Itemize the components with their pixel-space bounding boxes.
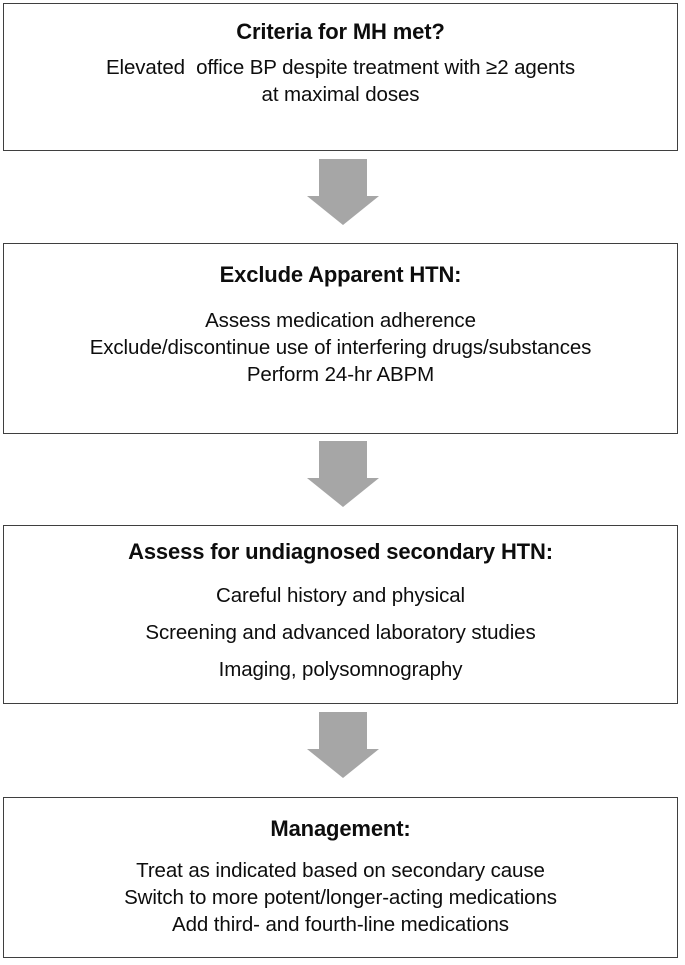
node-body: Assess medication adherence Exclude/disc… bbox=[90, 307, 592, 388]
node-title: Management: bbox=[270, 815, 411, 841]
node-body: Treat as indicated based on secondary ca… bbox=[124, 857, 557, 938]
node-line: Careful history and physical bbox=[215, 584, 466, 608]
node-body: Elevated office BP despite treatment wit… bbox=[106, 54, 575, 108]
arrow-down-icon bbox=[307, 159, 379, 225]
node-title: Criteria for MH met? bbox=[236, 19, 445, 45]
arrow-down-icon bbox=[307, 712, 379, 778]
node-line: Imaging, polysomnography bbox=[218, 658, 463, 682]
node-line: Switch to more potent/longer-acting medi… bbox=[124, 886, 557, 910]
flowchart-node-assess-secondary-htn: Assess for undiagnosed secondary HTN: Ca… bbox=[3, 525, 678, 704]
arrow-down-icon bbox=[307, 441, 379, 507]
flowchart-node-management: Management: Treat as indicated based on … bbox=[3, 797, 678, 958]
node-line: Assess medication adherence bbox=[205, 309, 476, 333]
node-line: Treat as indicated based on secondary ca… bbox=[136, 859, 545, 883]
node-line: Exclude/discontinue use of interfering d… bbox=[89, 336, 592, 360]
node-body: Careful history and physical Screening a… bbox=[145, 578, 535, 689]
node-line: Add third- and fourth-line medications bbox=[172, 913, 509, 937]
node-line: Screening and advanced laboratory studie… bbox=[145, 621, 536, 645]
node-line: at maximal doses bbox=[261, 82, 420, 106]
node-line: Elevated office BP despite treatment wit… bbox=[105, 55, 576, 79]
node-line: Perform 24-hr ABPM bbox=[246, 363, 435, 387]
flowchart-node-criteria: Criteria for MH met? Elevated office BP … bbox=[3, 3, 678, 151]
node-title: Assess for undiagnosed secondary HTN: bbox=[128, 538, 553, 564]
flowchart-node-exclude-apparent-htn: Exclude Apparent HTN: Assess medication … bbox=[3, 243, 678, 434]
node-title: Exclude Apparent HTN: bbox=[219, 261, 462, 287]
